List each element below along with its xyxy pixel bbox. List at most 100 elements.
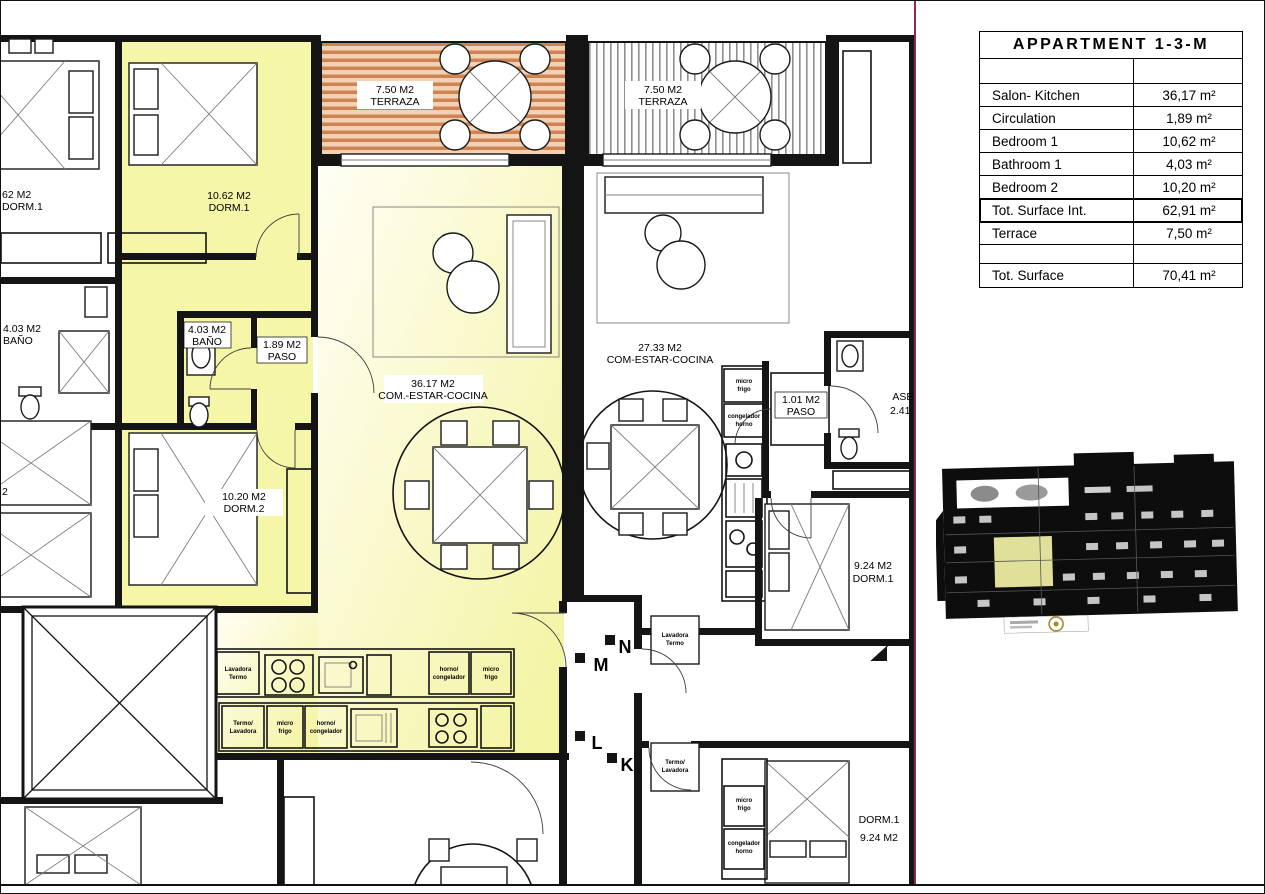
table-row: Terrace 7,50 m² xyxy=(980,222,1242,245)
marker-n: N xyxy=(619,637,632,657)
label-dorm1-right: 9.24 M2 xyxy=(854,560,892,572)
svg-text:DORM.1: DORM.1 xyxy=(853,573,894,585)
marker-l: L xyxy=(592,733,603,753)
area-value: 62,91 m² xyxy=(1162,202,1216,218)
label-edge-fragment: 2 xyxy=(2,486,8,498)
svg-text:frigo: frigo xyxy=(737,806,751,812)
table-spacer xyxy=(980,59,1242,84)
apartment-title: APPARTMENT 1-3-M xyxy=(980,32,1242,59)
area-value: 10,62 m² xyxy=(1162,133,1216,149)
area-label: Terrace xyxy=(980,222,1134,244)
label-dorm1-edge: 62 M2 xyxy=(2,189,31,201)
aseo-fixtures xyxy=(836,340,864,460)
label-salon: 36.17 M2 xyxy=(411,378,455,390)
label-dorm2: 10.20 M2 xyxy=(222,491,266,503)
right-kitchen xyxy=(721,365,768,602)
label-paso: 1.89 M2 xyxy=(263,339,301,351)
windows xyxy=(8,38,772,167)
site-plan-thumbnail xyxy=(936,451,1238,634)
svg-text:TERRAZA: TERRAZA xyxy=(638,96,687,108)
svg-text:DORM.1: DORM.1 xyxy=(209,202,250,214)
appliance-labels: Lavadora Termo Termo/ Lavadora micro fri… xyxy=(225,379,761,855)
label-bano-edge: 4.03 M2 xyxy=(3,323,41,335)
table-spacer xyxy=(980,245,1242,264)
label-bano: 4.03 M2 xyxy=(188,324,226,336)
svg-text:Lavadora: Lavadora xyxy=(662,768,689,774)
svg-text:frigo: frigo xyxy=(484,675,498,681)
svg-text:COM-ESTAR-COCINA: COM-ESTAR-COCINA xyxy=(607,354,714,366)
label-dorm1: 10.62 M2 xyxy=(207,190,251,202)
svg-text:horno: horno xyxy=(736,849,753,855)
panel-separator-line xyxy=(914,1,916,885)
label-dorm1-bottom: DORM.1 xyxy=(859,814,900,826)
appliance-label: horno/ xyxy=(440,667,459,673)
appliance-label: congelador xyxy=(728,414,761,420)
area-value: 36,17 m² xyxy=(1162,87,1216,103)
area-value: 1,89 m² xyxy=(1166,110,1212,126)
drawing-frame-line xyxy=(1,884,1264,886)
wardrobe-hatches xyxy=(1,50,912,885)
section-marker xyxy=(870,640,894,662)
appliance-label: horno/ xyxy=(317,721,336,727)
area-label: Bathroom 1 xyxy=(980,153,1134,175)
svg-text:PASO: PASO xyxy=(268,351,296,363)
svg-text:BAÑO: BAÑO xyxy=(192,335,222,348)
table-row: Bedroom 1 10,62 m² xyxy=(980,130,1242,153)
bottom-centre-apartment xyxy=(413,838,538,885)
svg-text:TERRAZA: TERRAZA xyxy=(370,96,419,108)
svg-text:frigo: frigo xyxy=(278,729,292,735)
area-label: Circulation xyxy=(980,107,1134,129)
marker-k: K xyxy=(621,755,634,775)
unit-bedroom2-furniture xyxy=(128,432,258,586)
appliance-label: Lavadora xyxy=(225,667,252,673)
area-label: Salon- Kitchen xyxy=(980,84,1134,106)
appliance-label: micro xyxy=(736,798,753,804)
svg-text:Termo: Termo xyxy=(229,675,247,681)
table-row: Bedroom 2 10,20 m² xyxy=(980,176,1242,199)
door-arcs xyxy=(209,213,879,835)
appliance-label: micro xyxy=(277,721,294,727)
svg-text:2.41 M2: 2.41 M2 xyxy=(890,405,916,417)
label-terraza-right: 7.50 M2 xyxy=(644,84,682,96)
summary-panel: APPARTMENT 1-3-M Salon- Kitchen 36,17 m²… xyxy=(916,1,1264,885)
left-apartment-furniture xyxy=(1,60,142,885)
svg-text:BAÑO: BAÑO xyxy=(3,334,33,347)
appliance-label: Lavadora xyxy=(662,633,689,639)
table-row: Salon- Kitchen 36,17 m² xyxy=(980,84,1242,107)
terrace-table-left xyxy=(439,43,551,151)
svg-text:frigo: frigo xyxy=(737,387,751,393)
appliance-label: Termo/ xyxy=(665,760,685,766)
svg-text:DORM.2: DORM.2 xyxy=(224,503,265,515)
unit-kitchen xyxy=(213,648,515,752)
table-row-total: Tot. Surface 70,41 m² xyxy=(980,264,1242,287)
appliance-label: Termo/ xyxy=(233,721,253,727)
svg-text:9.24 M2: 9.24 M2 xyxy=(860,832,898,844)
svg-text:DORM.1: DORM.1 xyxy=(2,201,43,213)
table-row: Circulation 1,89 m² xyxy=(980,107,1242,130)
appliance-label: micro xyxy=(736,379,753,385)
svg-text:Lavadora: Lavadora xyxy=(230,729,257,735)
svg-text:congelador: congelador xyxy=(310,729,343,735)
table-row-total-interior: Tot. Surface Int. 62,91 m² xyxy=(979,198,1243,223)
area-label: Bedroom 1 xyxy=(980,130,1134,152)
area-label: Bedroom 2 xyxy=(980,176,1134,198)
unit-bedroom1-furniture xyxy=(128,62,258,166)
label-salon-right: 27.33 M2 xyxy=(638,342,682,354)
terrace-table-right xyxy=(679,43,791,151)
floor-plan-drawing: M N L K Lavadora Termo Termo/ Lavadora m… xyxy=(1,35,916,885)
corridor-markers: M N L K xyxy=(575,635,634,775)
area-value: 7,50 m² xyxy=(1166,225,1212,241)
marker-m: M xyxy=(594,655,609,675)
area-table: APPARTMENT 1-3-M Salon- Kitchen 36,17 m²… xyxy=(979,31,1243,288)
area-value: 10,20 m² xyxy=(1162,179,1216,195)
right-bedroom-furniture xyxy=(764,503,850,631)
label-terraza-left: 7.50 M2 xyxy=(376,84,414,96)
unit-living-furniture xyxy=(372,206,566,580)
label-aseo: ASEO xyxy=(892,391,916,403)
area-label: Tot. Surface xyxy=(980,264,1134,287)
svg-text:COM.-ESTAR-COCINA: COM.-ESTAR-COCINA xyxy=(378,390,487,402)
label-paso-right: 1.01 M2 xyxy=(782,394,820,406)
table-row: Bathroom 1 4,03 m² xyxy=(980,153,1242,176)
svg-text:congelador: congelador xyxy=(433,675,466,681)
